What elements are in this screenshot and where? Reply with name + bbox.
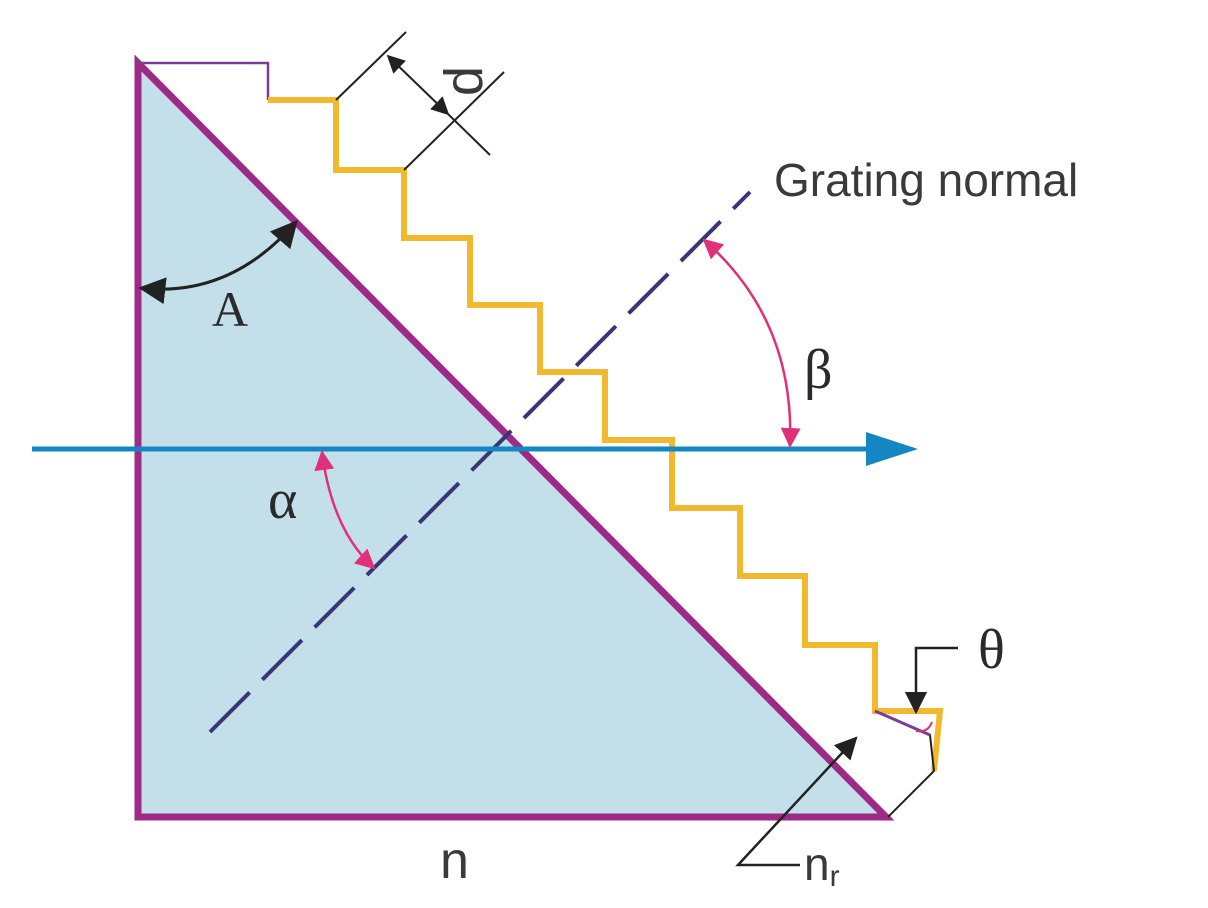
resin-index-subscript: r bbox=[830, 860, 840, 893]
apex-angle-label: A bbox=[212, 281, 248, 337]
beta-label: β bbox=[804, 339, 833, 401]
d-extension-tail bbox=[447, 113, 491, 156]
grating-normal-label: Grating normal bbox=[774, 154, 1078, 206]
grating-cap-top bbox=[138, 61, 270, 100]
theta-angle-mark bbox=[915, 721, 933, 733]
staircase-grating bbox=[268, 97, 944, 772]
apex-angle-arc bbox=[138, 219, 298, 305]
resin-index-base: n bbox=[804, 838, 830, 890]
blaze-facet-outline bbox=[874, 710, 936, 818]
resin-index-label: nr bbox=[804, 838, 840, 893]
beta-angle-arc bbox=[702, 238, 801, 448]
alpha-label: α bbox=[268, 469, 297, 531]
grating-normal-line bbox=[208, 190, 752, 734]
d-dimension-arrow bbox=[386, 54, 450, 116]
prism-body bbox=[134, 54, 895, 821]
prism-index-label: n bbox=[440, 832, 469, 890]
nr-leader bbox=[735, 736, 858, 867]
groove-spacing-label: d bbox=[434, 66, 494, 96]
alpha-angle-arc bbox=[314, 450, 376, 570]
theta-leader bbox=[904, 646, 958, 715]
light-ray-arrowhead bbox=[866, 432, 918, 466]
theta-label: θ bbox=[978, 619, 1005, 681]
d-extension-upper bbox=[335, 31, 407, 101]
